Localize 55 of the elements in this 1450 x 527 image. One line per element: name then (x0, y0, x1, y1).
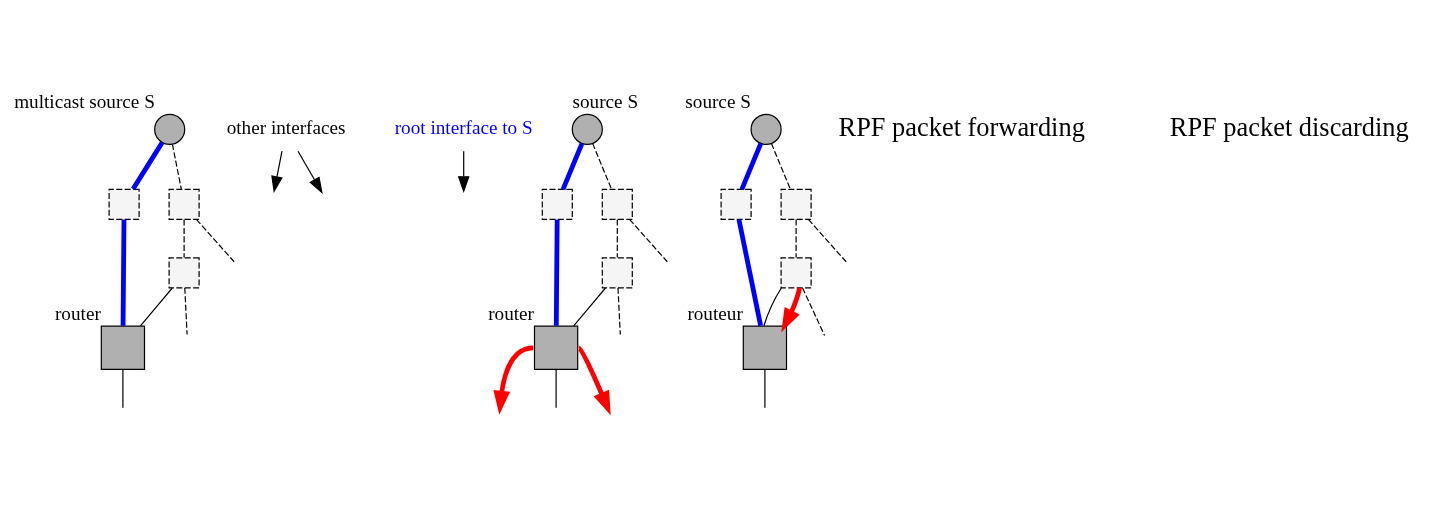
arrow (577, 346, 611, 416)
label: RPF packet forwarding (838, 112, 1085, 143)
connector (183, 219, 185, 259)
connector (629, 219, 669, 263)
connector (616, 219, 618, 259)
connector (739, 142, 763, 191)
node-box (720, 188, 752, 220)
connector (120, 219, 127, 326)
connector (764, 368, 766, 409)
connector (795, 219, 797, 259)
node-box (601, 257, 633, 289)
arrow (271, 150, 283, 193)
node-label: router (54, 302, 101, 324)
node-box (780, 257, 812, 289)
node-box (168, 257, 200, 289)
connector (592, 143, 613, 190)
node-circle (571, 113, 603, 145)
connector (573, 287, 607, 327)
connector (553, 219, 560, 326)
node-box (100, 325, 146, 370)
node-box (108, 188, 140, 220)
label: RPF packet discarding (1169, 112, 1409, 143)
connector (560, 142, 585, 191)
node-box (601, 188, 633, 220)
node-text: other interfaces (226, 116, 346, 138)
connector (122, 368, 124, 409)
connector (184, 287, 188, 336)
node-box (780, 188, 812, 220)
node-label: source S (572, 91, 639, 113)
node-text: root interface to S (394, 116, 533, 138)
connector (617, 287, 621, 336)
node-circle (750, 113, 782, 145)
arrow (781, 287, 802, 333)
connector (131, 141, 165, 191)
node-box (168, 188, 200, 220)
node-box (541, 188, 573, 220)
connector (555, 368, 557, 409)
connector (195, 219, 236, 263)
node-box (533, 325, 579, 370)
arrow (457, 150, 470, 193)
node-label: source S (685, 91, 751, 113)
connector (770, 143, 791, 190)
node-label: router (488, 302, 535, 324)
node-label: routeur (687, 302, 743, 324)
connector (763, 287, 782, 327)
node-label: multicast source S (14, 91, 155, 113)
connector (736, 219, 763, 327)
connector (807, 219, 848, 263)
connector (802, 287, 826, 337)
arrow (297, 150, 323, 194)
node-circle (154, 113, 186, 145)
connector (139, 287, 173, 327)
connector (171, 143, 182, 190)
node-box (742, 325, 788, 370)
arrow (493, 345, 534, 415)
